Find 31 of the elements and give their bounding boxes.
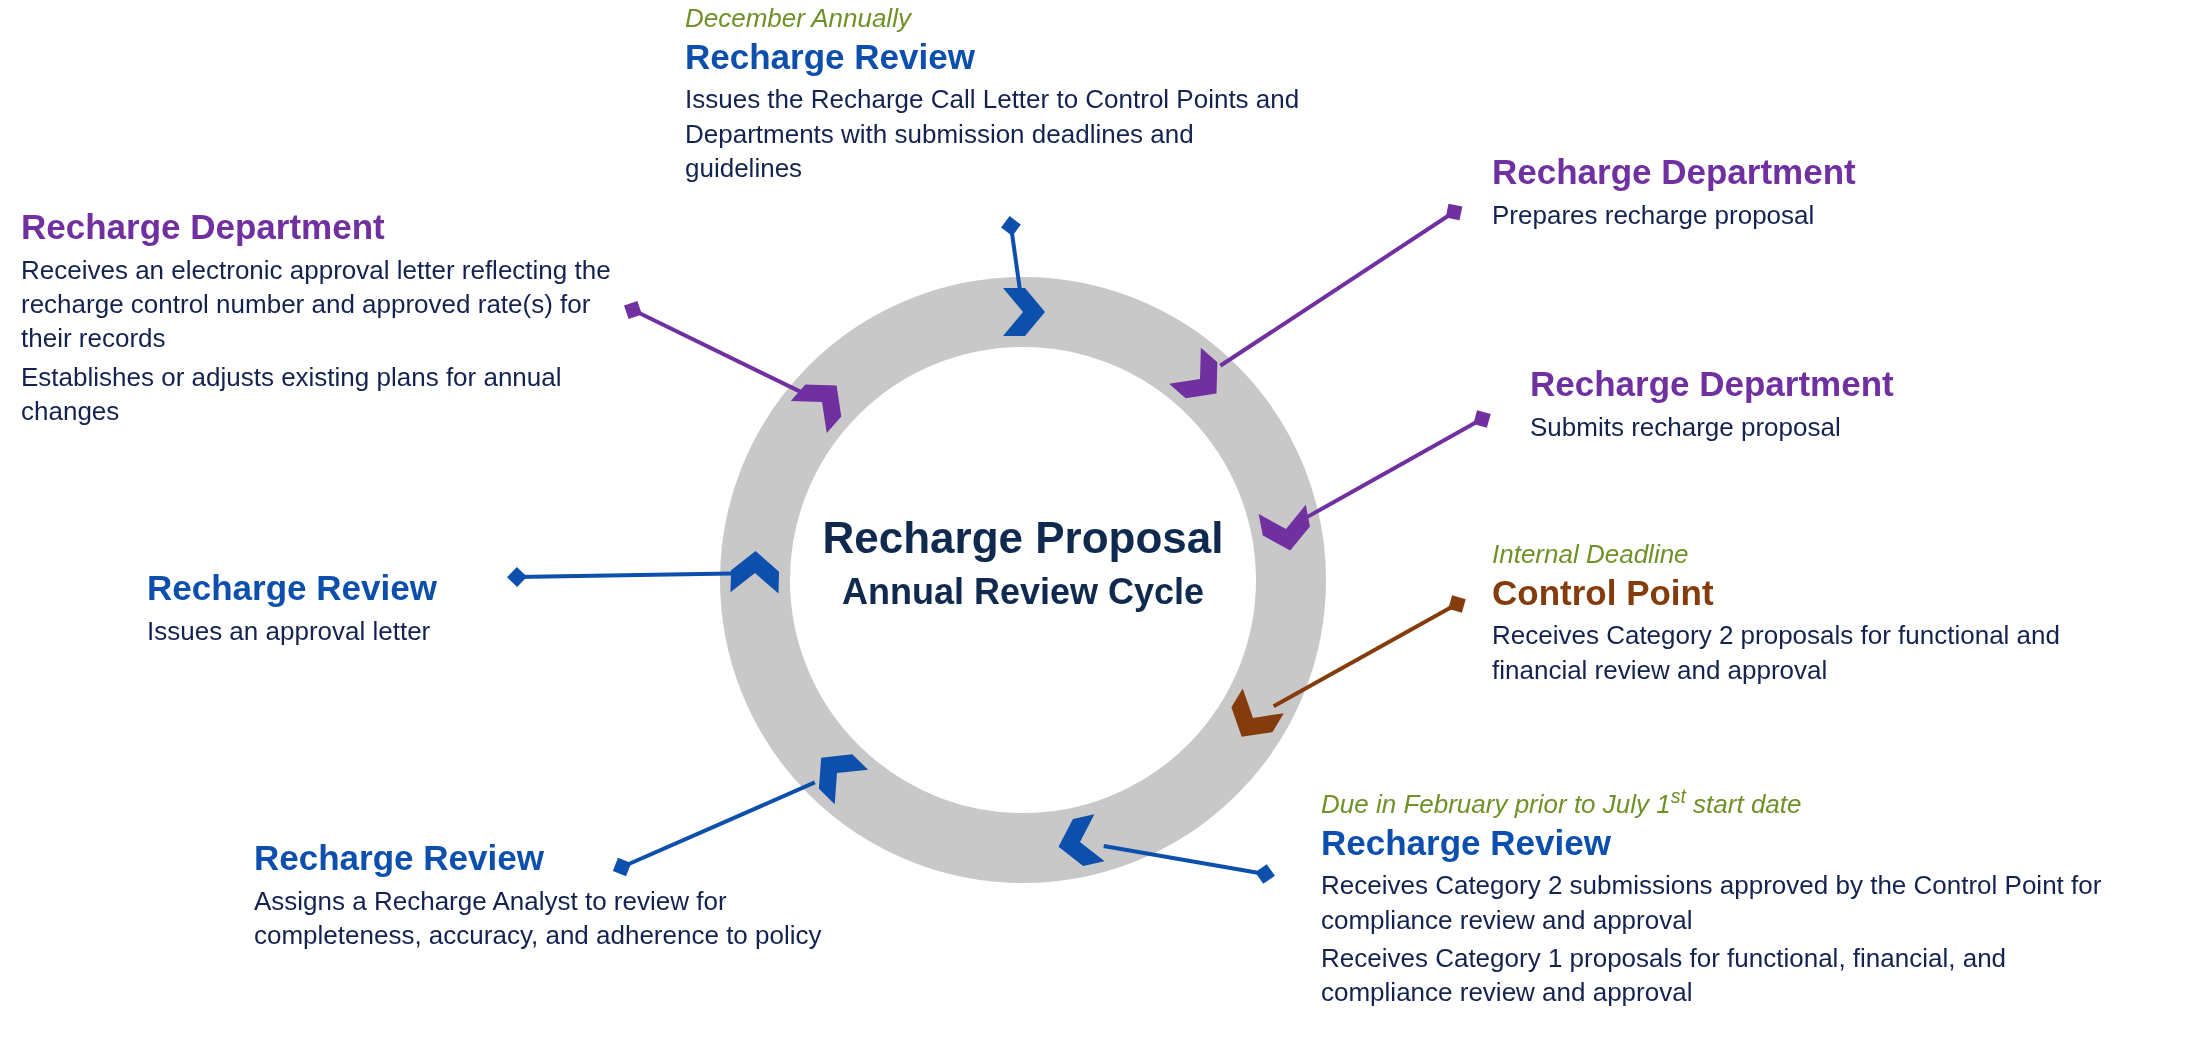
step-heading: Recharge Review [254,837,544,879]
timing-note: Internal Deadline [1492,538,1689,571]
leader-line [1219,203,1463,368]
timing-note: Due in February prior to July 1$^{st}$ start date [1321,788,1802,821]
step-heading: Recharge Department [21,206,385,248]
step-heading: Recharge Review [147,567,437,609]
cycle-title: Recharge Proposal [822,512,1224,564]
step-heading: Recharge Review [1321,821,1611,864]
leader-line [1306,410,1491,519]
step-description: Issues the Recharge Call Letter to Control Points and Departments with submission deadlines and guidelines [685,83,1301,185]
leader-line [624,301,802,394]
step-description: Submits recharge proposal [1530,410,1841,444]
step-heading: Recharge Review [685,35,975,78]
step-description: Issues an approval letter [147,614,431,648]
leader-line [1001,216,1022,289]
leader-line [612,780,816,877]
step-description: Establishes or adjusts existing plans for annual changes [21,360,563,428]
leader-line [507,567,732,587]
step-description: Receives Category 1 proposals for functional, financial, and compliance review and approval [1321,941,2008,1010]
step-description: Receives Category 2 proposals for functional and financial review and approval [1492,619,2061,687]
leader-line [1103,844,1275,884]
step-heading: Control Point [1492,571,1714,614]
step-description: Assigns a Recharge Analyst to review for completeness, accuracy, and adherence to policy [254,884,823,953]
step-heading: Recharge Department [1492,151,1856,193]
step-description: Prepares recharge proposal [1492,198,1815,232]
leader-line [1272,595,1466,709]
timing-note: December Annually [685,2,911,35]
step-description: Receives Category 2 submissions approved by the Control Point for compliance review and approval [1321,869,2103,937]
cycle-subtitle: Annual Review Cycle [841,570,1205,614]
step-description: Receives an electronic approval letter reflecting the recharge control number and approved rate(s) for their records [21,253,611,356]
step-heading: Recharge Department [1530,363,1894,405]
